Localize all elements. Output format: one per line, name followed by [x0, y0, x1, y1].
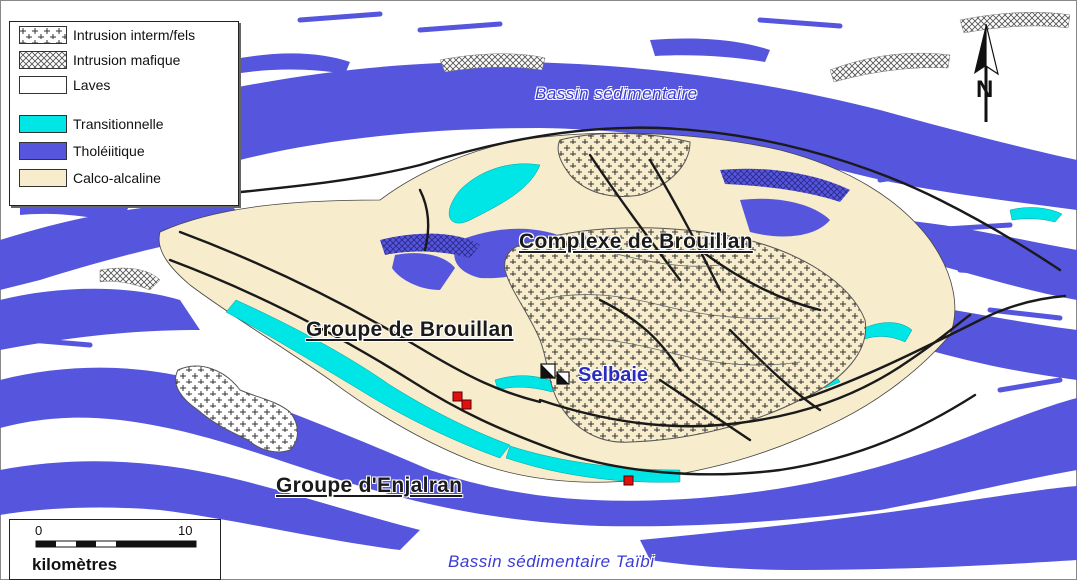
north-label: N	[976, 76, 994, 103]
scale-bar-graphic	[35, 540, 197, 548]
legend-label: Transitionnelle	[73, 116, 164, 132]
beige-swatch	[19, 169, 67, 187]
north-arrow-icon	[974, 23, 999, 122]
plus-pattern-swatch	[19, 26, 67, 44]
blue-swatch	[19, 142, 67, 160]
selbaie-mine-symbols	[540, 363, 570, 385]
legend-item-calco-alcaline: Calco-alcaline	[19, 168, 161, 188]
faults	[138, 126, 1067, 476]
legend-label: Intrusion interm/fels	[73, 27, 196, 43]
basin-south-label: Bassin sédimentaire Taïbi	[448, 552, 655, 571]
scale-bar: 0 10 kilomètres	[9, 519, 221, 580]
legend-label: Tholéiitique	[73, 143, 145, 159]
selbaie-label: Selbaie	[578, 364, 649, 386]
scale-start-label: 0	[35, 523, 43, 538]
complexe-brouillan-label: Complexe de Brouillan	[519, 230, 753, 253]
legend-label: Laves	[73, 77, 111, 93]
legend-item-tholeiitique: Tholéiitique	[19, 141, 145, 161]
white-swatch	[19, 76, 67, 94]
transitionnelle-bands	[225, 163, 1063, 483]
intrusion-felsique-nord	[557, 132, 691, 197]
crosshatch-pattern-swatch	[19, 51, 67, 69]
legend-item-transitionnelle: Transitionnelle	[19, 114, 164, 134]
legend-label: Intrusion mafique	[73, 52, 181, 68]
minor-contacts	[539, 249, 801, 366]
intrusion-felsique-complexe	[504, 227, 867, 443]
groupe-enjalran-label: Groupe d'Enjalran	[276, 474, 463, 497]
cyan-swatch	[19, 115, 67, 133]
scale-end-label: 10	[178, 523, 193, 538]
intrusion-felsique-sud-ouest	[175, 365, 298, 453]
legend-item-intrusion-mafique: Intrusion mafique	[19, 50, 180, 70]
mine-markers	[452, 391, 634, 486]
intrusion-mafique-bands	[99, 12, 1071, 291]
legend-label: Calco-alcaline	[73, 170, 161, 186]
legend-item-intrusion-felsique: Intrusion interm/fels	[19, 25, 195, 45]
scale-unit-label: kilomètres	[32, 555, 118, 574]
north-arrow: N	[968, 22, 1008, 124]
legend: Intrusion interm/fels Intrusion mafique …	[9, 21, 239, 206]
basin-north-label: Bassin sédimentaire	[535, 84, 698, 103]
legend-item-laves: Laves	[19, 75, 110, 95]
groupe-brouillan-label: Groupe de Brouillan	[306, 318, 514, 341]
